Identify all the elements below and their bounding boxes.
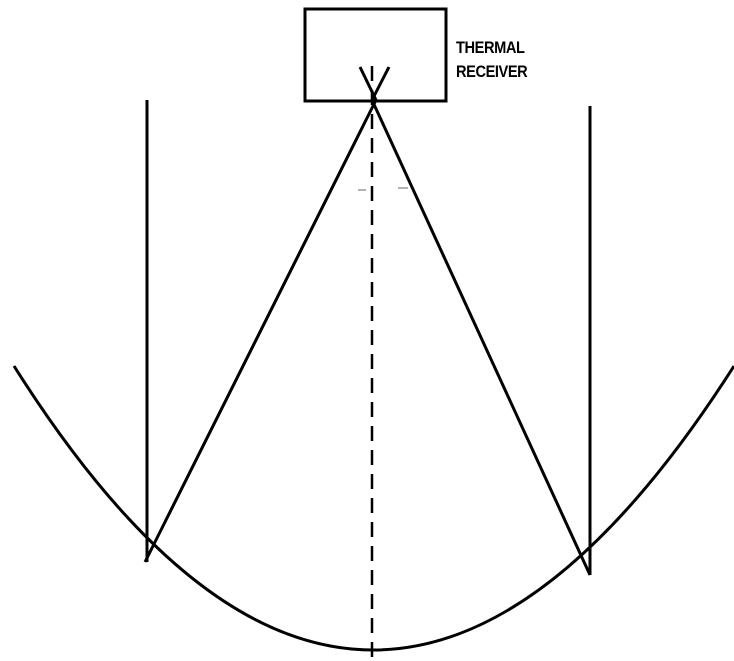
reflected-ray-left (143, 99, 378, 563)
receiver-label-line2: RECEIVER (456, 62, 528, 81)
focus-cross-right (370, 66, 391, 101)
thermal-receiver-label: THERMAL RECEIVER (456, 36, 528, 84)
thermal-receiver-box (303, 7, 448, 103)
parabolic-mirror-curve (12, 365, 734, 652)
receiver-label-line1: THERMAL (456, 38, 525, 57)
reflected-ray-right (370, 99, 592, 576)
